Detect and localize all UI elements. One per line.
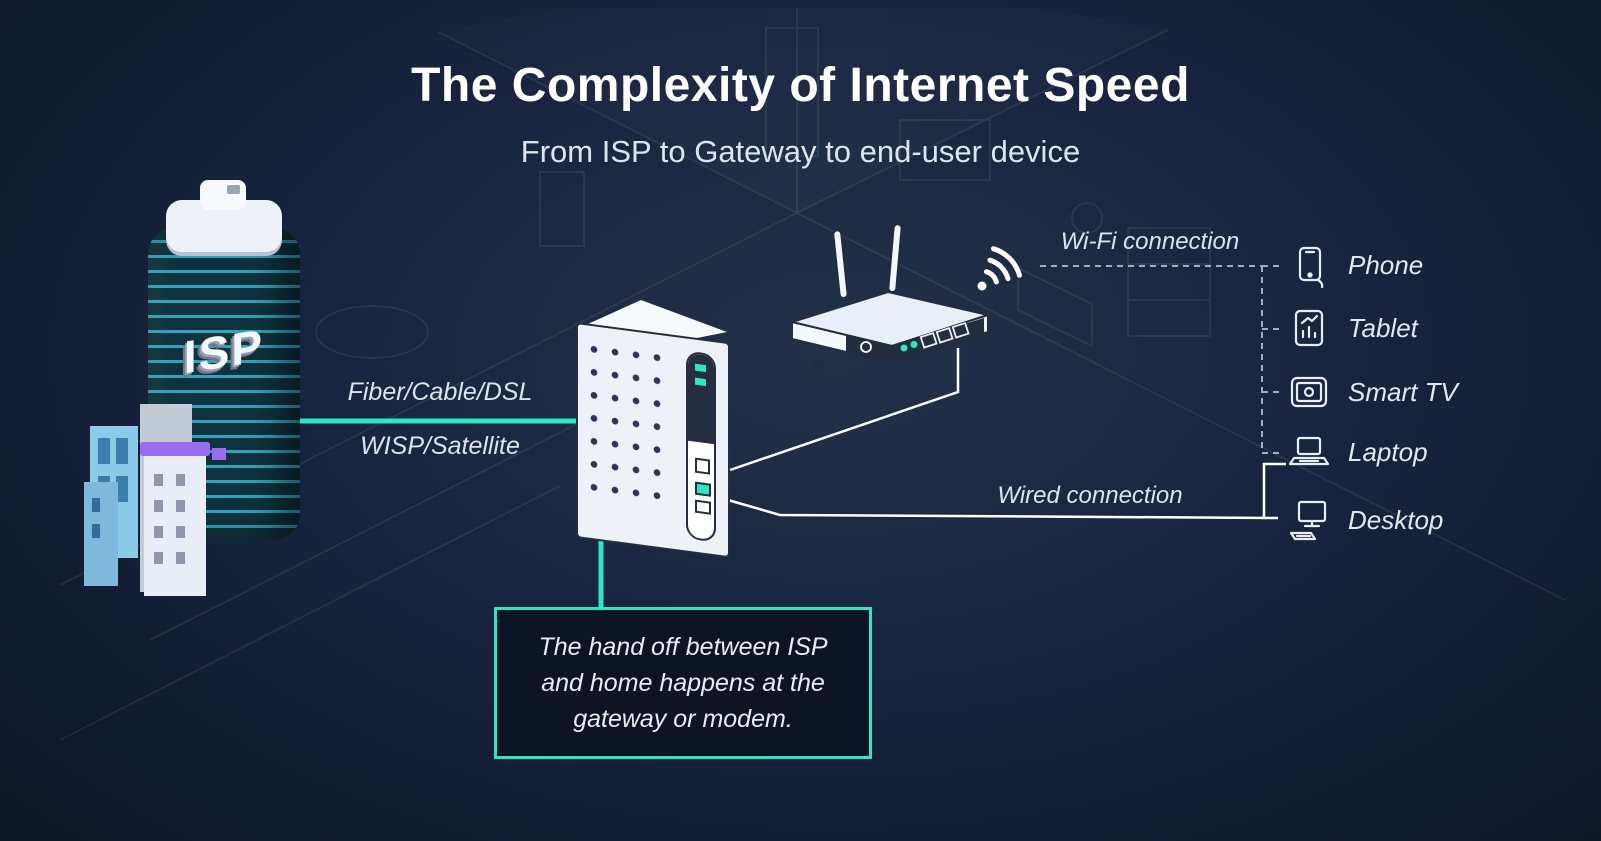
isp-roof-vent (200, 180, 246, 210)
wifi-connection-label: Wi-Fi connection (1060, 228, 1240, 255)
modem-vent-grid (590, 343, 670, 515)
router-led (910, 341, 918, 348)
wifi-signal-icon (977, 246, 1022, 291)
tablet-icon (1294, 309, 1324, 347)
desktop-icon (1289, 500, 1327, 541)
modem-status-strip (686, 350, 716, 543)
modem-button (695, 457, 710, 475)
wisp-label: WISP/Satellite (360, 432, 520, 460)
wired-connection-label: Wired connection (997, 482, 1183, 509)
isp-label: ISP (183, 318, 265, 384)
modem-led (695, 363, 706, 373)
modem-port (695, 499, 711, 515)
modem-led-panel (688, 352, 714, 445)
callout-box: The hand off between ISP and home happen… (494, 607, 872, 759)
router-port (935, 326, 954, 344)
wired-line (713, 494, 1279, 520)
router-antenna (887, 223, 903, 294)
fiber-label: Fiber/Cable/DSL (347, 378, 533, 406)
wifi-router (788, 223, 992, 370)
device-label: Smart TV (1348, 376, 1458, 407)
device-label: Phone (1348, 249, 1424, 280)
router-antenna (832, 229, 849, 300)
modem-led (695, 377, 706, 387)
device-item-smart-tv: Smart TV (1286, 369, 1458, 415)
device-label: Laptop (1348, 436, 1428, 467)
modem-port (695, 481, 711, 497)
modem-front-face (576, 322, 730, 559)
city-buildings-illustration (84, 404, 226, 596)
callout-text: The hand off between ISP and home happen… (538, 632, 828, 734)
phone-icon (1298, 246, 1324, 288)
device-item-desktop: Desktop (1286, 497, 1443, 543)
wired-laptop-branch (1262, 462, 1286, 518)
router-power-icon (860, 341, 872, 353)
router-led (900, 344, 908, 352)
laptop-icon (1288, 436, 1330, 466)
device-label: Tablet (1348, 312, 1418, 343)
device-item-phone: Phone (1286, 242, 1423, 288)
page-title: The Complexity of Internet Speed (411, 59, 1190, 112)
router-port (951, 321, 970, 339)
page-subtitle: From ISP to Gateway to end-user device (520, 134, 1081, 169)
isp-roof-vent-slot (227, 185, 240, 194)
device-label: Desktop (1348, 504, 1444, 535)
modem-gateway (576, 298, 734, 560)
device-item-tablet: Tablet (1286, 305, 1418, 351)
router-modem-cable (729, 348, 960, 472)
device-item-laptop: Laptop (1286, 429, 1428, 475)
smart-tv-icon (1290, 376, 1328, 408)
router-port (919, 331, 938, 349)
